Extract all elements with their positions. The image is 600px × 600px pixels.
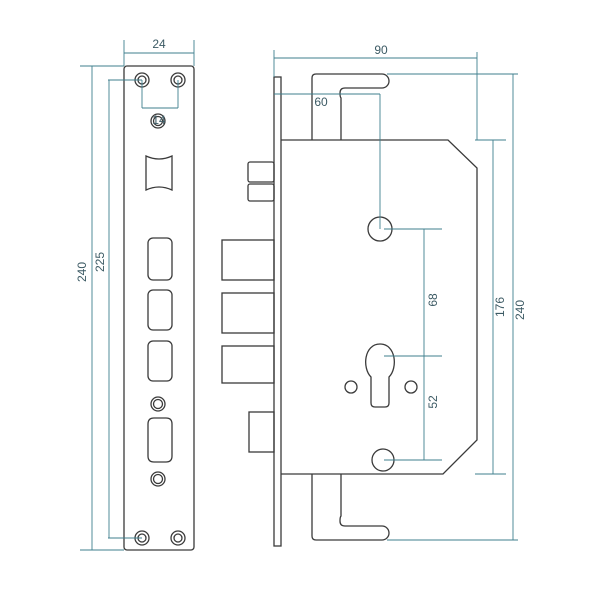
dim-cylinder-to-lower: 52 <box>426 395 440 409</box>
dead-bolt <box>221 239 275 281</box>
bottom-hook <box>311 474 390 541</box>
dim-faceplate-height: 240 <box>75 262 89 282</box>
dim-handle-to-cylinder: 68 <box>426 293 440 307</box>
faceplate-dimensions: 24 14 240 225 <box>75 37 195 551</box>
dim-faceplate-width: 24 <box>152 37 166 51</box>
faceplate <box>123 65 195 551</box>
dim-backset: 60 <box>314 95 328 109</box>
top-hook <box>311 73 390 140</box>
lock-body <box>221 73 478 547</box>
bolt-opening <box>147 340 173 382</box>
screw-hole <box>404 380 418 394</box>
dim-hole-spacing: 14 <box>152 113 166 127</box>
dead-bolt <box>221 292 275 334</box>
dim-depth: 90 <box>374 43 388 57</box>
dim-overall-height: 240 <box>513 300 527 320</box>
screw-hole <box>150 113 166 129</box>
latch-opening <box>145 154 173 192</box>
case <box>281 139 478 475</box>
auxiliary-bolt <box>248 411 275 453</box>
screw-hole <box>150 471 166 487</box>
forend <box>273 76 282 547</box>
dead-bolt <box>221 345 275 384</box>
screw-hole <box>150 396 166 412</box>
screw-hole <box>344 380 358 394</box>
bolt-opening <box>147 237 173 281</box>
screw-hole <box>170 530 186 546</box>
cylinder-keyhole <box>365 343 395 408</box>
lock-body-dimensions: 90 60 68 52 176 240 <box>273 43 527 541</box>
dim-body-height: 176 <box>493 297 507 317</box>
bolt-opening <box>147 289 173 331</box>
dim-hole-centers: 225 <box>93 252 107 272</box>
bolt-opening <box>147 417 173 463</box>
latch-bolt <box>247 161 275 202</box>
